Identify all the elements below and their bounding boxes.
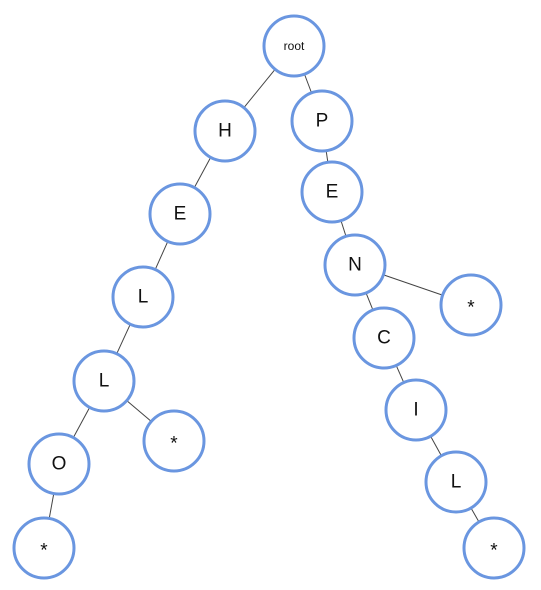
edge-i-l3 [430, 436, 442, 456]
node-n: N [323, 233, 387, 297]
edge-root-p [304, 74, 312, 93]
node-label: I [413, 400, 418, 421]
node-e2: E [300, 160, 364, 224]
node-label: C [377, 328, 391, 349]
node-circle [27, 432, 91, 496]
node-label: L [99, 371, 110, 392]
node-end3: * [439, 273, 503, 337]
node-circle [72, 349, 136, 413]
node-l3: L [424, 450, 488, 514]
edge-e1-l1 [155, 242, 168, 269]
node-label: E [326, 182, 339, 203]
node-label: H [218, 121, 232, 142]
node-i: I [384, 378, 448, 442]
edge-l2-end2 [127, 400, 151, 422]
node-label: * [467, 298, 475, 319]
node-h: H [193, 99, 257, 163]
node-circle [323, 233, 387, 297]
edge-c-i [396, 366, 404, 382]
node-circle [12, 516, 76, 580]
node-circle [384, 378, 448, 442]
node-label: root [284, 39, 305, 53]
node-end2: * [142, 409, 206, 473]
node-label: N [348, 255, 362, 276]
node-label: P [316, 111, 329, 132]
node-end1: * [12, 516, 76, 580]
node-circle [352, 306, 416, 370]
node-e1: E [148, 182, 212, 246]
node-circle [148, 182, 212, 246]
node-circle [300, 160, 364, 224]
edge-o-end1 [48, 494, 55, 518]
node-label: * [490, 541, 498, 562]
node-label: * [170, 434, 178, 455]
node-end4: * [462, 516, 526, 580]
edge-n-c [365, 293, 374, 310]
node-circle [424, 450, 488, 514]
node-circle [290, 89, 354, 153]
node-circle [142, 409, 206, 473]
node-l2: L [72, 349, 136, 413]
node-root: root [262, 14, 326, 78]
node-label: L [138, 287, 149, 308]
node-label: L [451, 472, 462, 493]
node-circle [439, 273, 503, 337]
node-label: * [40, 541, 48, 562]
edge-n-end3 [384, 274, 442, 296]
node-p: P [290, 89, 354, 153]
edge-e2-n [340, 221, 347, 236]
node-circle [193, 99, 257, 163]
edge-root-h [244, 69, 275, 108]
edge-l2-o [73, 408, 90, 437]
node-circle [462, 516, 526, 580]
node-circle [262, 14, 326, 78]
edge-l1-l2 [116, 324, 131, 354]
edge-p-e2 [325, 151, 329, 162]
edges-layer [48, 69, 479, 522]
edge-l3-end4 [471, 508, 479, 522]
node-label: E [174, 204, 187, 225]
node-o: O [27, 432, 91, 496]
node-label: O [52, 454, 67, 475]
node-l1: L [111, 265, 175, 329]
node-circle [111, 265, 175, 329]
node-c: C [352, 306, 416, 370]
edge-h-e1 [194, 158, 211, 187]
